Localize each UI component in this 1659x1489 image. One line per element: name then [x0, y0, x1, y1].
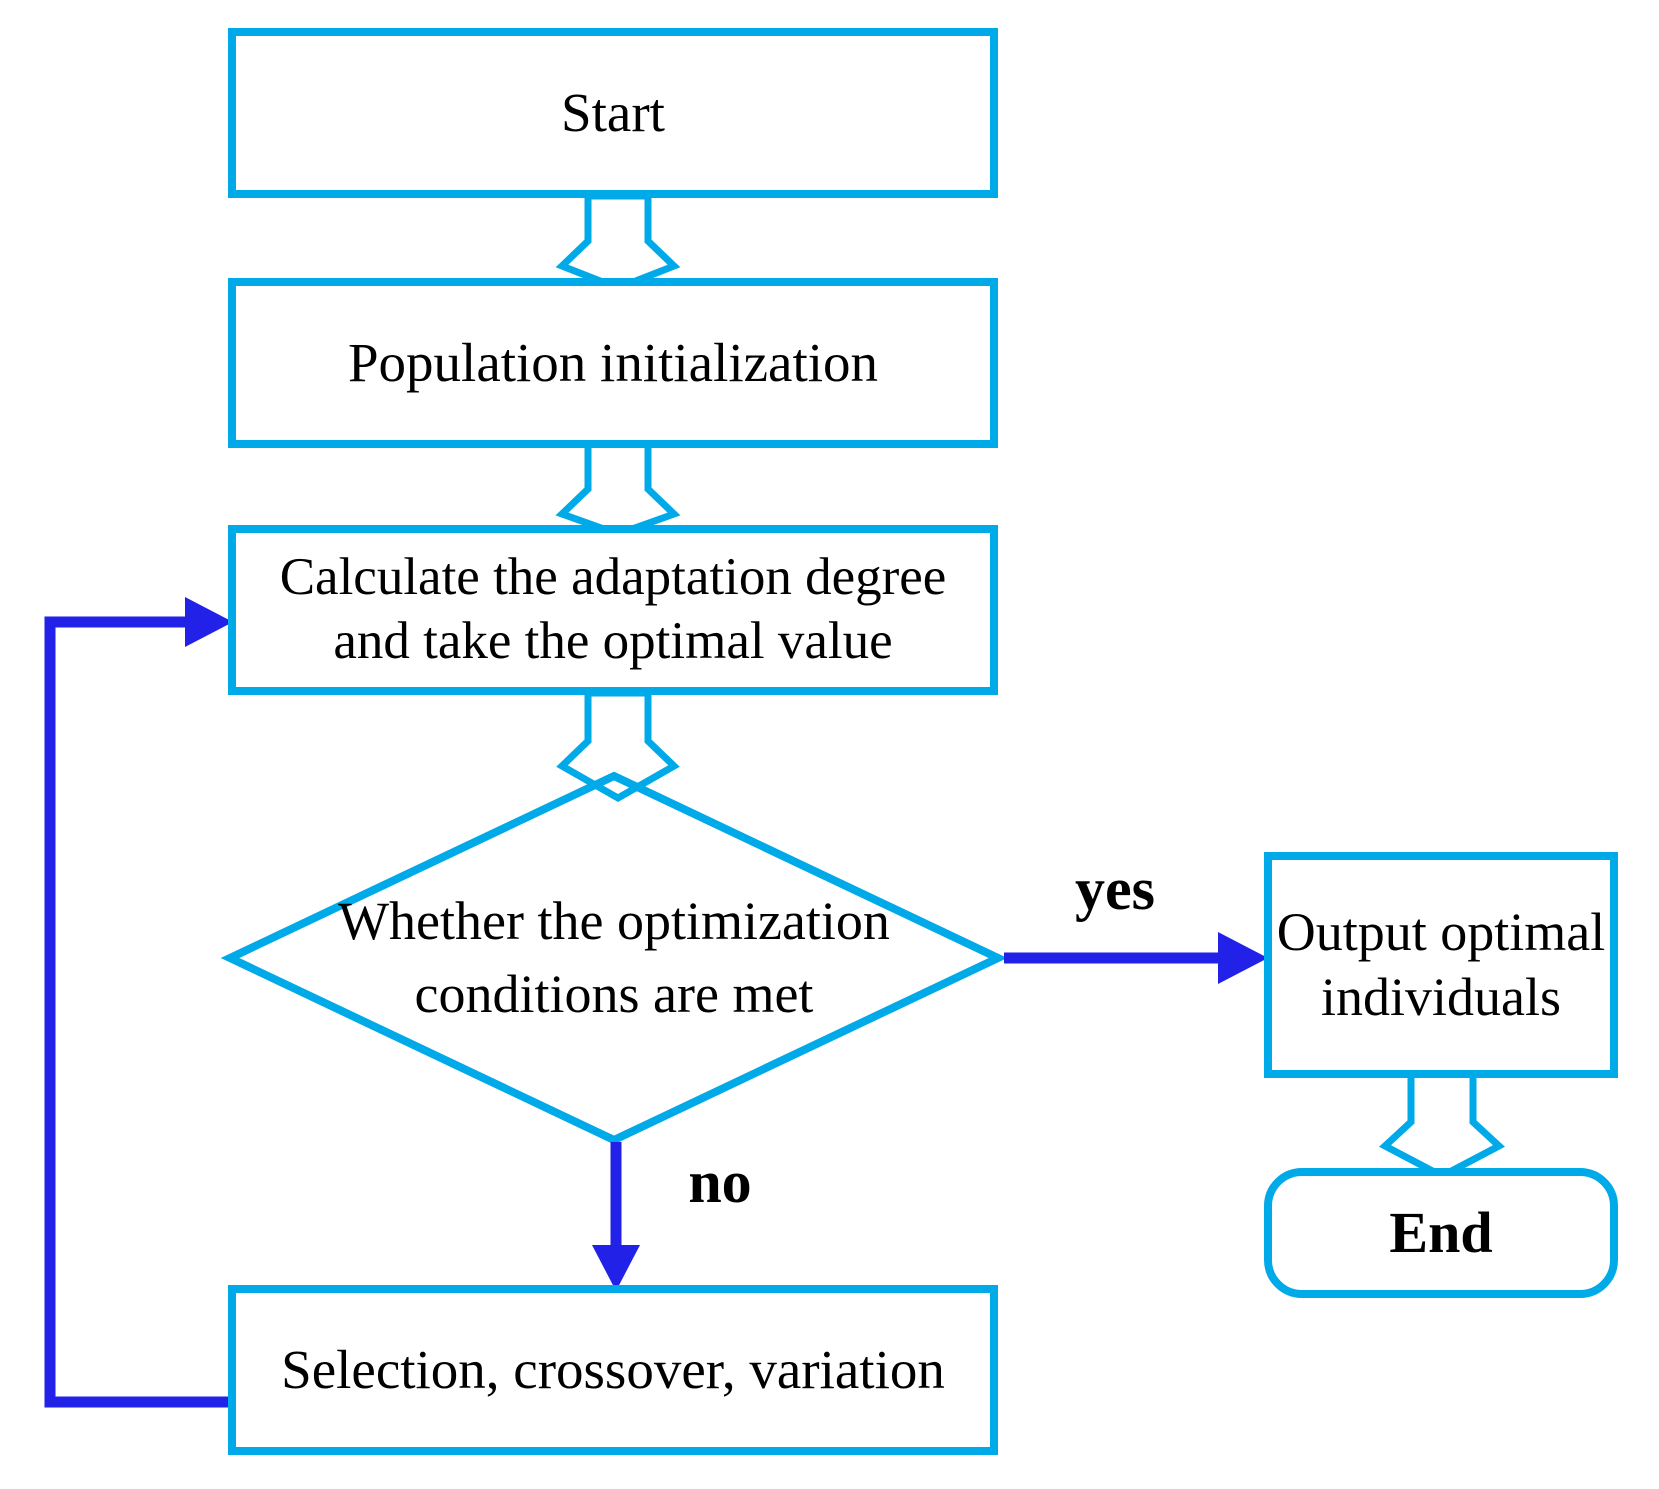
block-arrow-start-to-population	[555, 192, 681, 292]
node-population-initialization: Population initialization	[228, 278, 998, 448]
node-optimization-decision: Whether the optimization conditions are …	[274, 860, 954, 1056]
block-arrow-population-to-calculate	[555, 440, 681, 538]
node-end-label: End	[1389, 1200, 1493, 1266]
node-end: End	[1264, 1168, 1618, 1298]
yes-connector	[1004, 932, 1268, 984]
node-selection-crossover-variation-label: Selection, crossover, variation	[281, 1339, 945, 1400]
node-output-optimal: Output optimal individuals	[1264, 852, 1618, 1078]
node-start-label: Start	[561, 82, 665, 143]
node-selection-crossover-variation: Selection, crossover, variation	[228, 1285, 998, 1455]
node-start: Start	[228, 28, 998, 198]
no-connector	[592, 1142, 640, 1291]
decision-diamond-shape	[220, 771, 1008, 1145]
node-calculate-adaptation: Calculate the adaptation degree and take…	[228, 525, 998, 695]
node-population-initialization-label: Population initialization	[347, 332, 879, 393]
node-calculate-adaptation-label: Calculate the adaptation degree and take…	[279, 548, 947, 670]
node-optimization-decision-label: Whether the optimization conditions are …	[338, 891, 890, 1024]
loopback-connector	[44, 597, 233, 1408]
node-output-optimal-label: Output optimal individuals	[1276, 902, 1606, 1027]
block-arrow-calculate-to-decision	[556, 689, 680, 803]
edge-label-yes: yes	[1075, 856, 1155, 922]
block-arrow-output-to-end	[1378, 1062, 1506, 1180]
edge-label-no: no	[688, 1149, 752, 1215]
